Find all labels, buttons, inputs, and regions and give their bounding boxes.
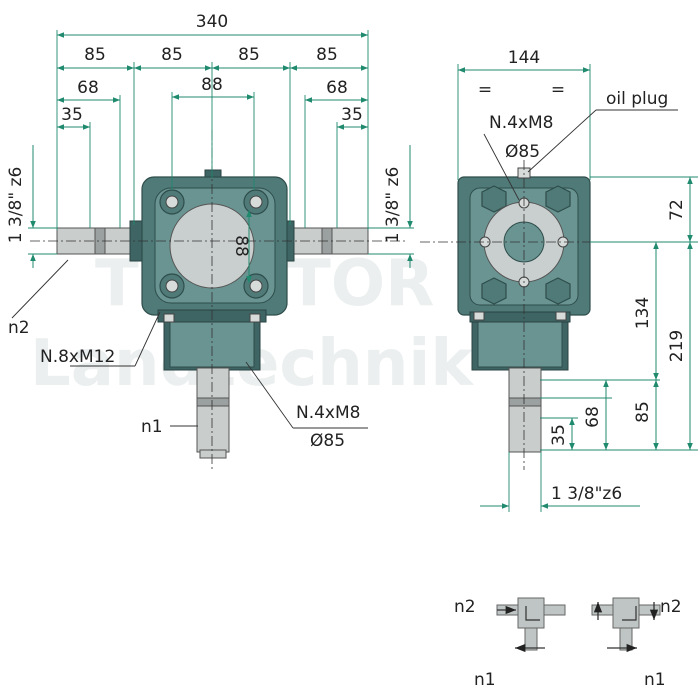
- symbol2-label-n1: n1: [644, 670, 666, 690]
- label-bolts-m8-front: N.4xM8: [296, 403, 360, 423]
- dim-85-1: 85: [84, 45, 106, 65]
- dim-85-side: 85: [633, 401, 653, 423]
- symbol2-label-n2: n2: [660, 597, 682, 617]
- rotation-symbol-1: n2 n1: [454, 597, 566, 690]
- dim-spline-right: 1 3/8" z6: [383, 167, 403, 244]
- dim-35-side: 35: [549, 424, 569, 446]
- shaft-n1-side: [471, 315, 569, 453]
- dim-35-right: 35: [341, 105, 363, 125]
- dim-35-left: 35: [61, 105, 83, 125]
- dim-144: 144: [508, 48, 540, 68]
- dim-spline-left: 1 3/8" z6: [6, 167, 26, 244]
- label-bolts-m12: N.8xM12: [40, 347, 115, 367]
- dim-88-horizontal: 88: [201, 75, 223, 95]
- dim-equal-right: =: [551, 80, 565, 100]
- shaft-n1-front: [163, 317, 261, 459]
- dim-85-4: 85: [316, 45, 338, 65]
- dim-68-left: 68: [77, 78, 99, 98]
- gearbox-body-front: [141, 169, 288, 323]
- symbol1-label-n2: n2: [454, 597, 476, 617]
- dim-85-2: 85: [161, 45, 183, 65]
- rotation-symbol-2: n2 n1: [591, 597, 682, 690]
- side-view: [420, 160, 640, 470]
- label-n1-front: n1: [141, 417, 163, 437]
- front-view: 88: [30, 130, 405, 470]
- dim-equal-left: =: [478, 80, 492, 100]
- label-bolts-m8-side: N.4xM8: [489, 113, 553, 133]
- symbol1-label-n1: n1: [474, 670, 496, 690]
- label-n2-front: n2: [8, 318, 30, 338]
- dim-overall-length: 340: [196, 12, 228, 32]
- dim-85-3: 85: [238, 45, 260, 65]
- label-diameter-side: Ø85: [505, 142, 540, 162]
- dim-134: 134: [633, 297, 653, 329]
- dim-68-right: 68: [326, 78, 348, 98]
- gearbox-body-side: [457, 167, 591, 323]
- dim-72: 72: [667, 199, 687, 221]
- dim-spline-side: 1 3/8"z6: [551, 484, 622, 504]
- label-oil-plug: oil plug: [606, 89, 668, 109]
- front-dimensions: 340 85 85 85 85 68 68 88 35 35 1 3/8" z6…: [6, 12, 414, 451]
- side-dimensions: 144 = = 72 219 134 85 68 35 1 3/8"z6 oil…: [457, 48, 698, 512]
- dim-68-side: 68: [583, 406, 603, 428]
- label-diameter-front: Ø85: [310, 431, 345, 451]
- dim-219: 219: [667, 330, 687, 362]
- dim-88-vertical: 88: [231, 235, 251, 257]
